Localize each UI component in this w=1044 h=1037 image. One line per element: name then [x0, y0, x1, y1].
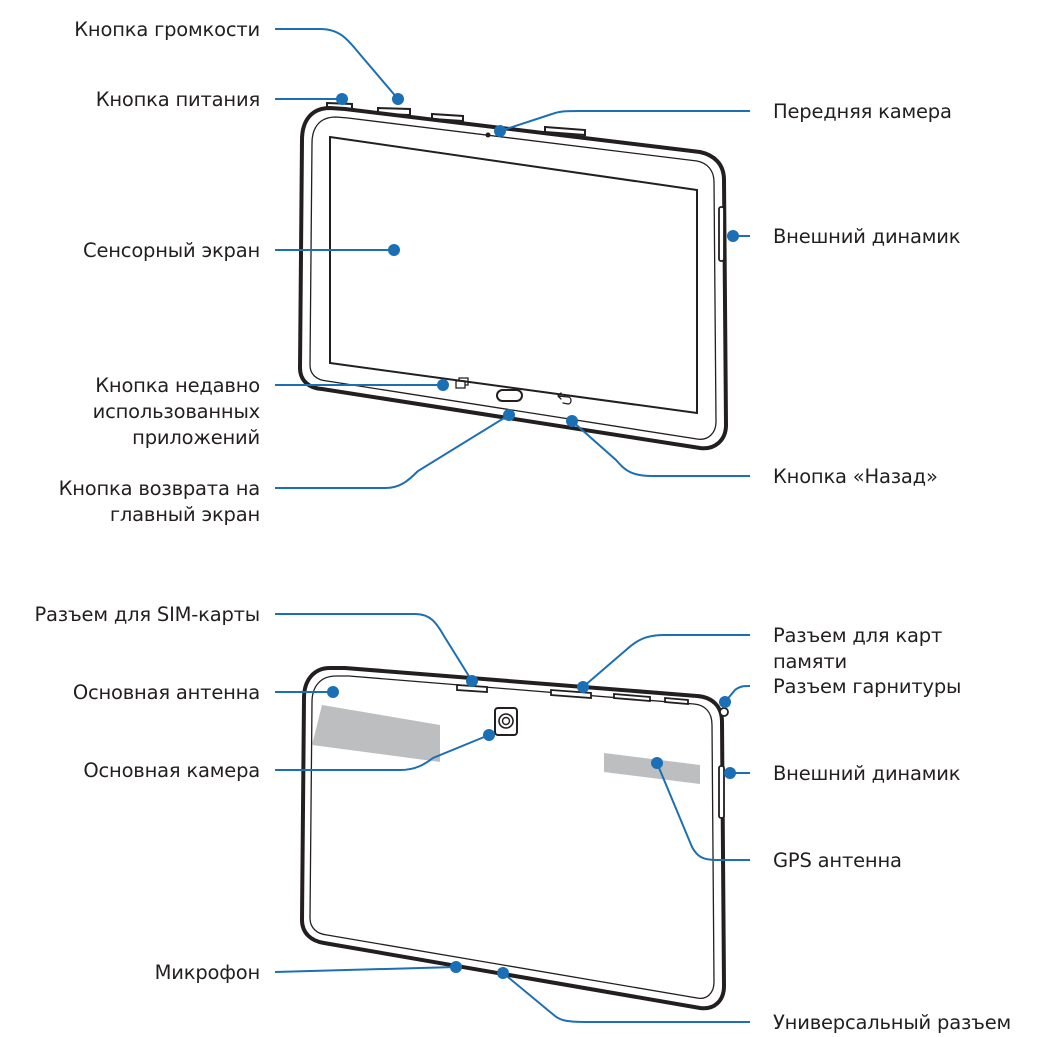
main-antenna-area	[312, 705, 440, 762]
label-microphone: Микрофон	[154, 961, 261, 984]
dot-antenna	[327, 686, 339, 698]
callout-line-mic	[274, 966, 457, 973]
memory-card-slot-shape	[550, 689, 592, 699]
label-front-camera: Передняя камера	[773, 100, 952, 123]
dot-headset	[719, 696, 731, 708]
dot-front-camera	[494, 125, 506, 137]
dot-gps	[651, 757, 663, 769]
front-camera-lens	[485, 132, 491, 138]
callout-line-usb	[502, 972, 750, 1023]
callout-line-volume	[275, 28, 399, 100]
callout-line-gps	[656, 762, 750, 861]
dot-usb	[497, 967, 509, 979]
dot-volume	[392, 93, 404, 105]
label-back-button: Кнопка «Назад»	[773, 465, 938, 488]
back-arrow-icon	[557, 392, 572, 405]
callout-dots	[327, 93, 739, 979]
label-universal-connector: Универсальный разъем	[773, 1011, 1011, 1034]
label-external-speaker-front: Внешний динамик	[773, 225, 961, 248]
top-rear-vent-2	[664, 697, 689, 705]
label-external-speaker-rear: Внешний динамик	[773, 762, 961, 785]
callout-line-sim	[275, 613, 473, 682]
dot-power	[336, 93, 348, 105]
callout-line-front-camera	[499, 110, 750, 132]
callout-lines	[274, 28, 751, 1023]
home-button-shape	[496, 389, 523, 402]
label-recent-apps-button: Кнопка недавно использованных приложений	[92, 374, 261, 449]
label-main-antenna: Основная антенна	[72, 681, 260, 704]
tablet-rear	[300, 666, 729, 1011]
rear-camera-module	[494, 707, 518, 736]
dot-recent	[437, 379, 449, 391]
callout-line-home	[275, 414, 510, 489]
recent-apps-icon	[455, 377, 469, 389]
tablet-front	[298, 101, 728, 451]
tablet-front-bezel	[309, 116, 717, 440]
dot-memory	[577, 681, 589, 693]
dot-sim	[466, 675, 478, 687]
callout-line-memory	[582, 634, 750, 688]
callout-line-back	[571, 420, 750, 477]
label-touchscreen: Сенсорный экран	[83, 239, 260, 262]
dot-rear-camera	[483, 729, 495, 741]
label-rear-camera: Основная камера	[83, 759, 260, 782]
top-rear-vent-1	[613, 693, 651, 702]
rear-side-speaker-grille	[718, 765, 725, 819]
side-speaker-grille	[718, 206, 725, 262]
callout-line-rear-camera	[275, 734, 490, 771]
label-memory-card-slot: Разъем для карт памяти	[773, 624, 943, 673]
dot-speaker-front	[727, 230, 739, 242]
dot-back	[566, 415, 578, 427]
callout-line-headset	[724, 685, 751, 703]
label-headset-jack: Разъем гарнитуры	[773, 675, 962, 698]
top-vent-2	[544, 125, 586, 137]
label-gps-antenna: GPS антенна	[773, 849, 902, 872]
label-sim-slot: Разъем для SIM-карты	[34, 603, 261, 626]
dot-mic	[450, 961, 462, 973]
label-volume-button: Кнопка громкости	[74, 18, 260, 41]
label-power-button: Кнопка питания	[95, 88, 260, 111]
label-home-button: Кнопка возврата на главный экран	[58, 477, 261, 526]
tablet-rear-rim	[309, 675, 715, 999]
sim-slot-shape	[456, 684, 488, 693]
gps-antenna-area	[604, 753, 700, 784]
dot-touchscreen	[388, 244, 400, 256]
dot-speaker-rear	[724, 767, 736, 779]
touchscreen-panel	[329, 135, 698, 415]
headset-jack-shape	[719, 707, 729, 717]
dot-home	[503, 409, 515, 421]
